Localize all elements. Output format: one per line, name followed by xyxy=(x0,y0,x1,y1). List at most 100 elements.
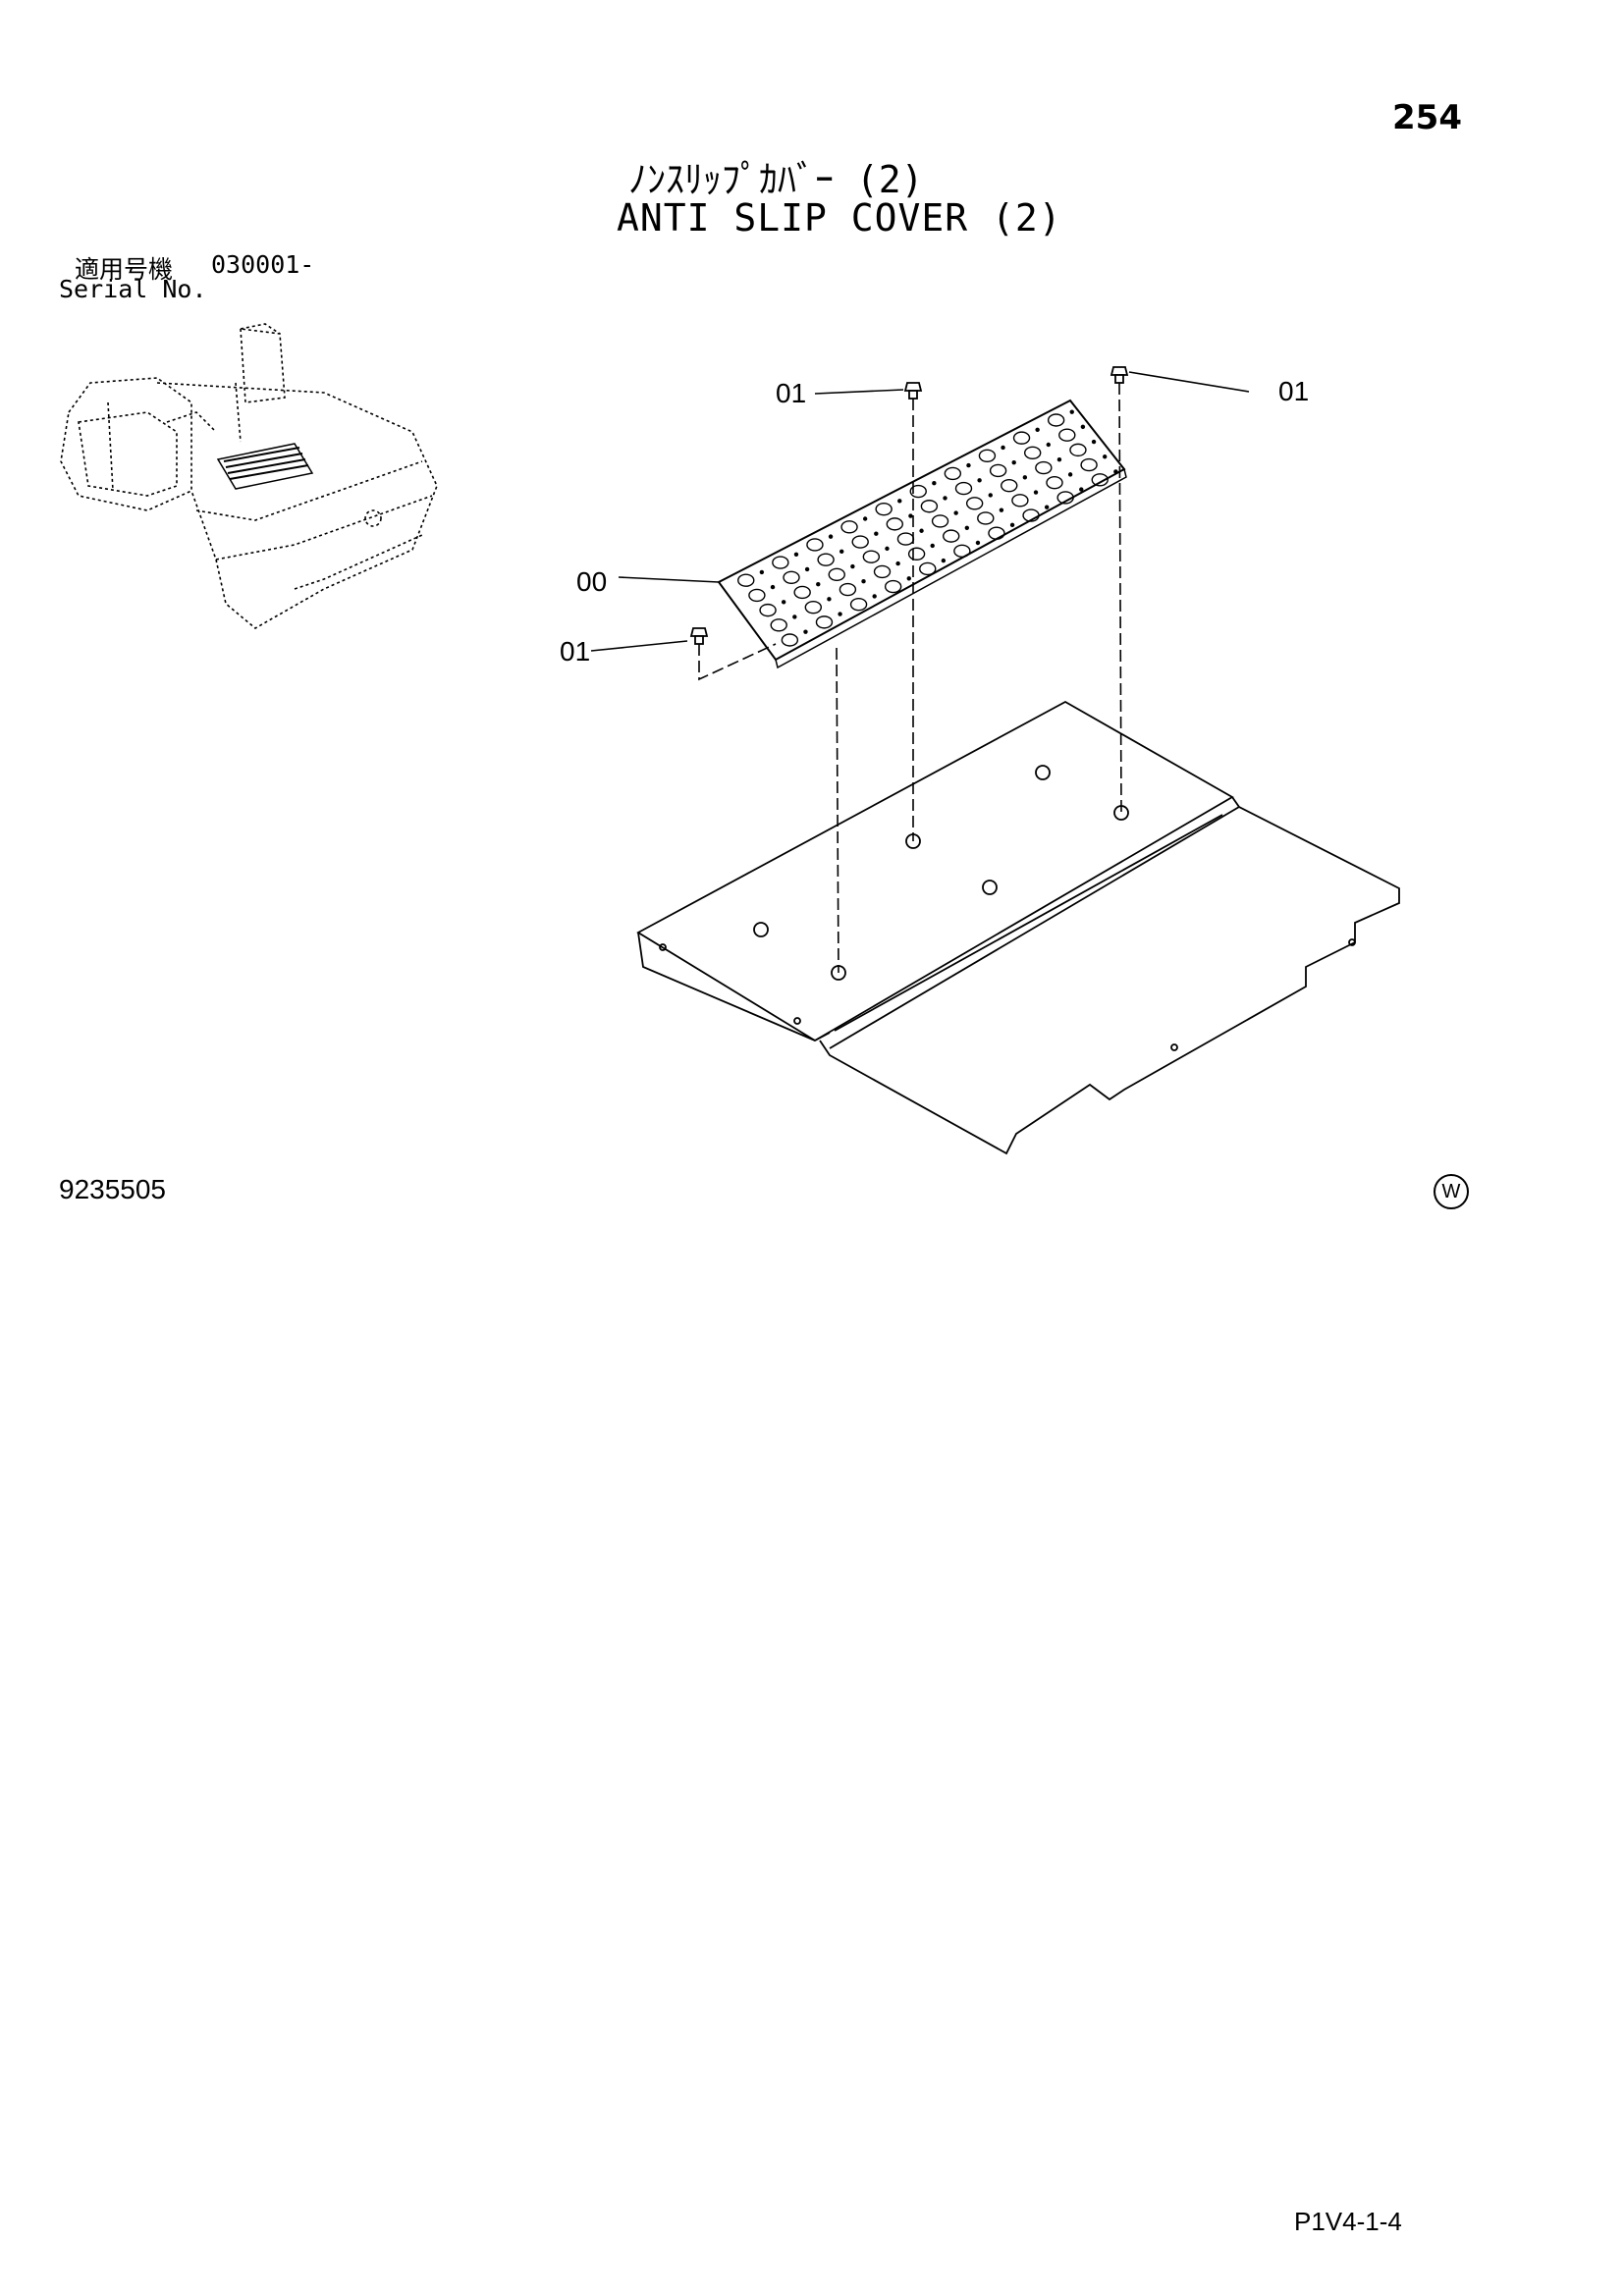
plate-hole xyxy=(1035,460,1053,475)
drawing-number: 9235505 xyxy=(59,1174,167,1204)
plate-hole xyxy=(919,561,937,576)
plate-hole xyxy=(920,500,939,513)
installation-guide-lines xyxy=(698,382,1122,974)
serial-label-english: Serial No. xyxy=(59,275,207,303)
title-english: ANTI SLIP COVER (2) xyxy=(617,196,1062,240)
plate-hole xyxy=(772,556,789,569)
plate-dot xyxy=(1001,445,1005,451)
plate-hole xyxy=(1058,428,1076,442)
plate-dot xyxy=(874,531,879,536)
plate-dot xyxy=(816,581,821,587)
plate-hole xyxy=(759,603,777,617)
plate-hole xyxy=(1080,457,1098,472)
plate-hole xyxy=(851,535,869,549)
plate-hole xyxy=(886,517,903,531)
plate-hole xyxy=(944,466,962,481)
plate-dot xyxy=(803,629,808,634)
plate-hole xyxy=(862,550,881,563)
plate-dot xyxy=(897,499,902,504)
plate-dot xyxy=(1044,505,1050,509)
plate-dot xyxy=(988,493,993,498)
plate-hole xyxy=(770,618,787,632)
manufacturer-mark: W xyxy=(1434,1174,1469,1209)
plate-hole xyxy=(1091,473,1109,487)
plate-hole xyxy=(953,544,971,559)
plate-hole xyxy=(954,481,973,496)
plate-hole xyxy=(748,588,766,603)
plate-hole xyxy=(1047,413,1065,427)
plate-dot xyxy=(1113,469,1118,474)
plate-hole-pattern xyxy=(737,409,1118,647)
plate-dot xyxy=(1011,459,1016,465)
plate-dot xyxy=(1080,424,1086,430)
page-number: 254 xyxy=(1392,98,1462,137)
callout-bolt-top-right: 01 xyxy=(1278,376,1309,406)
plate-hole xyxy=(815,615,834,629)
plate-dot xyxy=(977,478,982,483)
plate-dot xyxy=(975,540,981,546)
plate-dot xyxy=(838,612,842,616)
plate-hole xyxy=(1056,491,1074,505)
plate-dot xyxy=(885,546,890,552)
callout-bolt-left: 01 xyxy=(560,636,590,667)
plate-hole xyxy=(989,463,1007,478)
plate-hole xyxy=(978,449,997,462)
plate-dot xyxy=(827,597,832,602)
plate-dot xyxy=(1035,427,1040,433)
plate-dot xyxy=(941,558,947,563)
plate-hole xyxy=(806,538,824,552)
plate-dot xyxy=(919,528,924,533)
plate-dot xyxy=(862,516,868,521)
plate-dot xyxy=(1033,490,1039,495)
plate-hole xyxy=(804,600,823,614)
plate-dot xyxy=(850,563,855,569)
plate-hole xyxy=(783,570,800,584)
plate-dot xyxy=(906,576,911,581)
bolt-top-left-icon xyxy=(903,382,923,400)
callout-plate: 00 xyxy=(576,566,607,597)
plate-dot xyxy=(759,569,765,575)
plate-dot xyxy=(804,566,810,572)
title-japanese: ﾉﾝｽﾘｯﾌﾟｶﾊﾞｰ (2) xyxy=(628,158,924,201)
plate-dot xyxy=(932,481,937,486)
plate-dot xyxy=(792,614,797,619)
plate-dot xyxy=(999,507,1004,512)
page-code: P1V4-1-4 xyxy=(1294,2207,1402,2236)
plate-hole xyxy=(909,484,927,499)
plate-dot xyxy=(1046,442,1051,448)
plate-dot xyxy=(1103,454,1108,459)
plate-hole xyxy=(977,511,995,525)
plate-hole xyxy=(1011,494,1029,507)
plate-hole xyxy=(828,567,845,582)
plate-hole xyxy=(840,520,858,534)
plate-hole xyxy=(875,502,893,516)
plate-dot xyxy=(1091,439,1097,445)
plate-dot xyxy=(964,525,970,530)
plate-hole xyxy=(1023,446,1042,460)
bolt-top-right-icon xyxy=(1110,366,1129,384)
plate-dot xyxy=(966,462,971,468)
plate-dot xyxy=(861,579,866,584)
plate-dot xyxy=(930,543,935,549)
plate-dot xyxy=(908,513,913,518)
plate-hole xyxy=(873,564,892,579)
plate-hole xyxy=(1046,476,1063,490)
plate-dot xyxy=(895,561,900,566)
serial-number-value: 030001- xyxy=(211,250,315,279)
plate-dot xyxy=(1009,522,1015,528)
plate-hole xyxy=(793,585,811,600)
plate-dot xyxy=(793,552,799,557)
reference-highlight-icon xyxy=(216,443,314,490)
plate-hole xyxy=(1012,431,1031,445)
plate-hole xyxy=(943,529,960,543)
plate-hole xyxy=(817,553,835,566)
anti-slip-plate xyxy=(717,399,1127,669)
plate-hole xyxy=(907,547,926,561)
plate-dot xyxy=(770,584,776,590)
plate-hole xyxy=(1001,478,1018,493)
serial-label-japanese: 適用号機 xyxy=(75,255,174,284)
plate-hole xyxy=(781,633,799,647)
plate-dot xyxy=(943,496,947,501)
plate-hole xyxy=(931,514,949,528)
